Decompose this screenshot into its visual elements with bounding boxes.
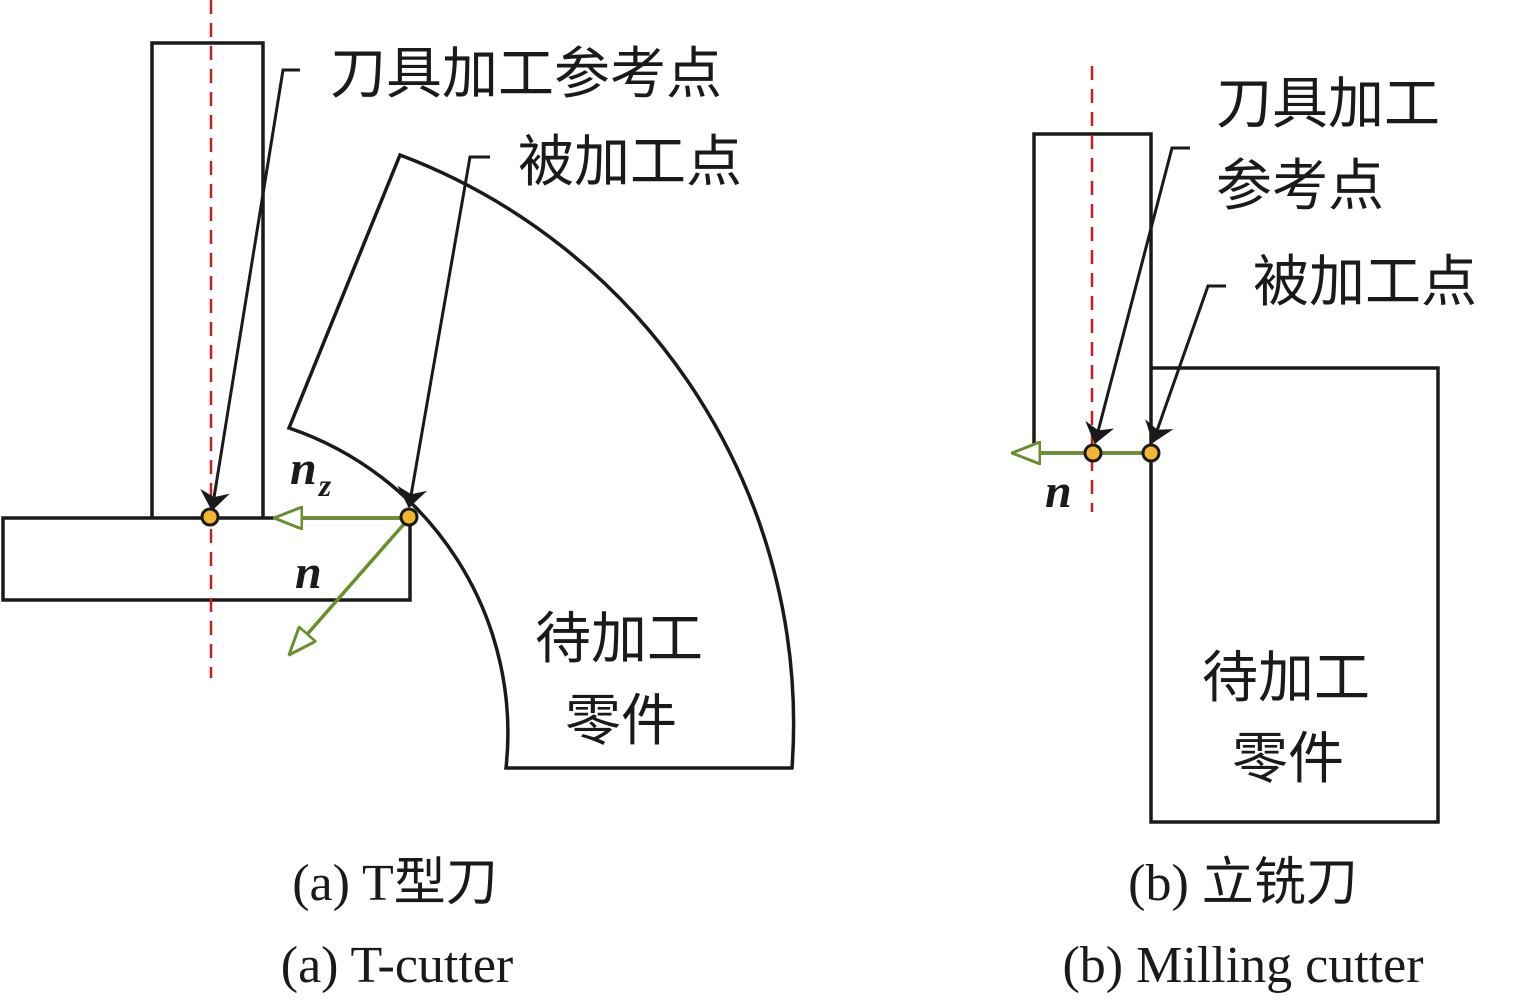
- caption-b-en: (b) Milling cutter: [1062, 937, 1423, 994]
- label-workpiece-a-line1: 待加工: [535, 607, 703, 672]
- caption-b-cn: (b) 立铣刀: [1128, 855, 1358, 912]
- machined-point-a: [399, 507, 419, 527]
- leader-machined-a: [397, 155, 490, 508]
- leader-tool-ref-b: [1085, 146, 1190, 444]
- label-vector-n-a: n: [295, 546, 322, 599]
- label-tool-ref-b-line2: 参考点: [1216, 154, 1384, 219]
- caption-a-cn: (a) T型刀: [292, 855, 498, 912]
- label-vector-nz-sub: z: [318, 467, 332, 503]
- label-workpiece-a-line2: 零件: [565, 689, 677, 754]
- panel-a: 刀具加工参考点 被加工点 待加工 零件 nz n (a) T型刀 (a) T-c…: [1, 0, 796, 994]
- leader-machined-b: [1145, 284, 1226, 443]
- label-workpiece-b-line2: 零件: [1232, 727, 1344, 792]
- tool-reference-point-a: [200, 507, 220, 527]
- t-cutter-shank: [150, 41, 265, 518]
- label-workpiece-b-line1: 待加工: [1202, 646, 1370, 711]
- caption-a-en: (a) T-cutter: [281, 937, 513, 994]
- workpiece-b-outline: [1149, 366, 1440, 824]
- workpiece-a-outline: [286, 152, 796, 770]
- machined-point-b: [1141, 443, 1161, 463]
- panel-b: 刀具加工 参考点 被加工点 待加工 零件 n (b) 立铣刀 (b) Milli…: [1012, 66, 1477, 994]
- label-tool-ref-b-line1: 刀具加工: [1216, 72, 1440, 137]
- normal-vector-n-a: [289, 522, 406, 655]
- label-tool-ref-a: 刀具加工参考点: [330, 42, 722, 107]
- tool-reference-point-b: [1083, 443, 1103, 463]
- label-machined-b: 被加工点: [1253, 250, 1477, 315]
- leader-tool-ref-a: [200, 68, 300, 511]
- label-vector-nz: nz: [290, 442, 332, 503]
- label-vector-nz-base: n: [290, 442, 317, 495]
- label-machined-a: 被加工点: [518, 130, 742, 195]
- label-vector-n-b: n: [1045, 465, 1072, 518]
